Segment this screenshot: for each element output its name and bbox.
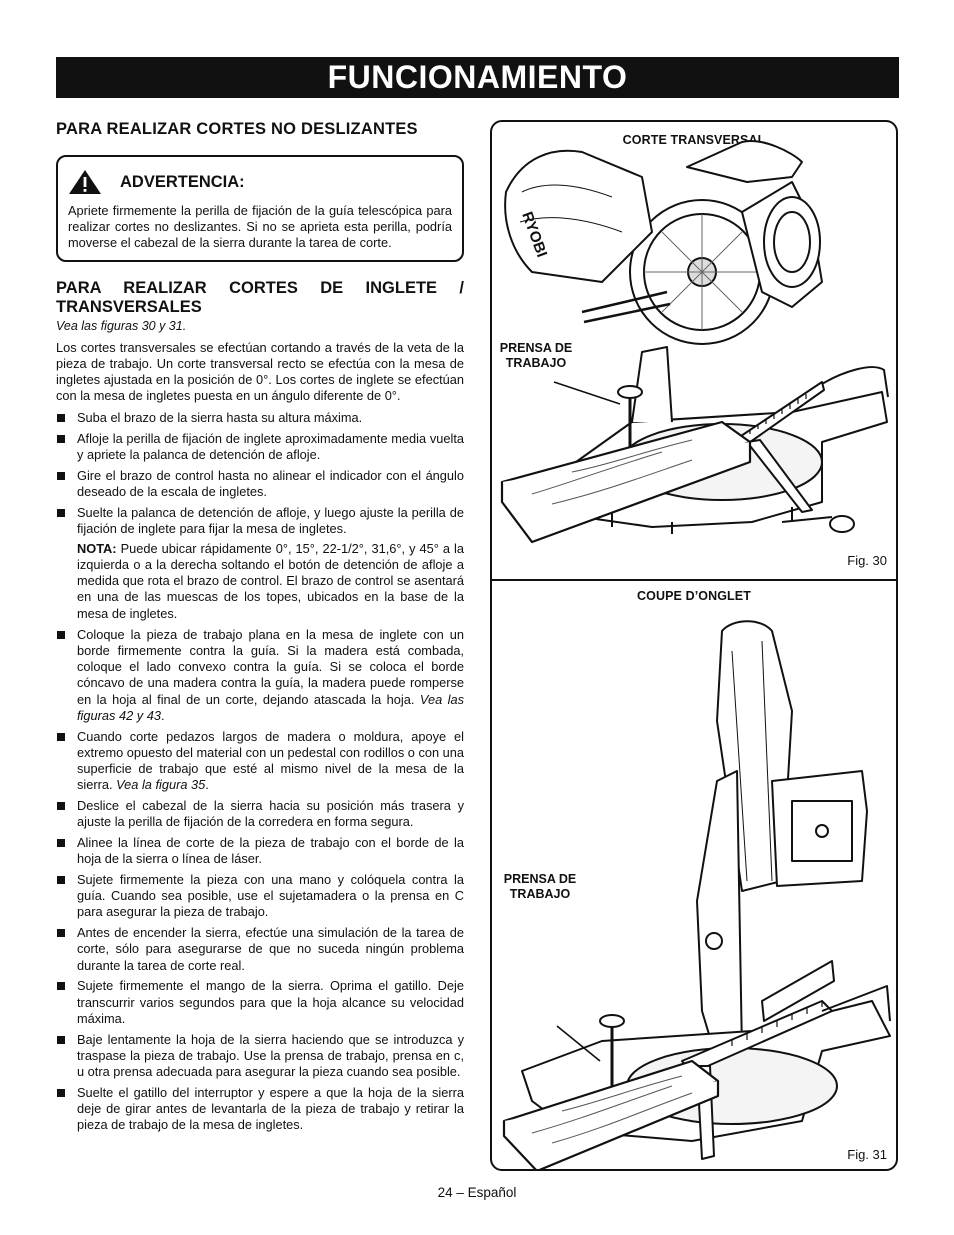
list-item: Suelte la palanca de detención de afloje… bbox=[56, 505, 464, 537]
warning-text: Apriete firmemente la perilla de fijació… bbox=[68, 203, 452, 250]
section-heading-non-sliding: PARA REALIZAR CORTES NO DESLIZANTES bbox=[56, 120, 418, 138]
bullet-square-icon bbox=[57, 839, 65, 848]
section-heading-miter-line1: PARA REALIZAR CORTES DE INGLETE / bbox=[56, 279, 464, 297]
bullet-square-icon bbox=[57, 434, 65, 443]
note-label: NOTA: bbox=[77, 540, 117, 556]
figure30-number: Fig. 30 bbox=[847, 553, 887, 568]
figure31-title: COUPE D’ONGLET bbox=[637, 589, 751, 603]
period: . bbox=[205, 777, 209, 793]
list-item: Suelte el gatillo del interruptor y espe… bbox=[56, 1085, 464, 1134]
list-item: Deslice el cabezal de la sierra hacia su… bbox=[56, 798, 464, 830]
intro-paragraph: Los cortes transversales se efectúan cor… bbox=[56, 340, 464, 403]
instruction-list: Suba el brazo de la sierra hasta su altu… bbox=[56, 410, 464, 537]
miter-saw-crosscut-illustration: RYOBI bbox=[500, 140, 889, 544]
list-item: Afloje la perilla de fijación de inglete… bbox=[56, 431, 464, 463]
list-item: Sujete firmemente la pieza con una mano … bbox=[56, 872, 464, 921]
figure-reference: Vea las figuras 30 y 31. bbox=[56, 319, 187, 333]
list-item-ref: Vea las figuras 42 y 43 bbox=[77, 691, 464, 723]
bullet-square-icon bbox=[57, 802, 65, 811]
bullet-square-icon bbox=[57, 414, 65, 422]
bullet-square-icon bbox=[57, 630, 65, 639]
figure31-clamp-label: PRENSA DE TRABAJO bbox=[496, 872, 584, 902]
figure31-label-line2: TRABAJO bbox=[509, 887, 571, 901]
miter-saw-bevel-illustration bbox=[502, 620, 891, 1169]
bullet-square-icon bbox=[57, 1088, 65, 1097]
figure31-label-line1: PRENSA DE bbox=[503, 872, 577, 886]
period: . bbox=[160, 707, 165, 723]
bullet-square-icon bbox=[57, 471, 65, 480]
list-item-text: Baje lentamente la hoja de la sierra hac… bbox=[77, 1031, 464, 1080]
list-item: Antes de encender la sierra, efectúe una… bbox=[56, 925, 464, 974]
list-item-text: Sujete firmemente la pieza con una mano … bbox=[77, 872, 464, 920]
figure30-clamp-label: PRENSA DE TRABAJO bbox=[496, 341, 576, 371]
section-heading-miter-line2: TRANSVERSALES bbox=[56, 298, 202, 316]
figure30-title: CORTE TRANSVERSAL bbox=[622, 133, 766, 147]
page-footer: 24 – Español bbox=[437, 1185, 517, 1200]
list-item-text: Suelte la palanca de detención de afloje… bbox=[77, 504, 464, 536]
note-text: Puede ubicar rápidamente 0°, 15°, 22-1/2… bbox=[77, 540, 464, 621]
figure30-label-line1: PRENSA DE bbox=[499, 341, 573, 355]
warning-title: ADVERTENCIA: bbox=[120, 172, 245, 191]
list-item-text: Afloje la perilla de fijación de inglete… bbox=[77, 430, 464, 462]
list-item: Alinee la línea de corte de la pieza de … bbox=[56, 835, 464, 867]
bullet-square-icon bbox=[57, 876, 65, 885]
bullet-square-icon bbox=[57, 929, 65, 938]
figure-divider bbox=[492, 579, 896, 581]
list-item-text: Cuando corte pedazos largos de madera o … bbox=[77, 728, 464, 793]
list-item-text: Suba el brazo de la sierra hasta su altu… bbox=[77, 410, 363, 425]
bullet-square-icon bbox=[57, 508, 65, 517]
warning-triangle-icon bbox=[69, 170, 101, 194]
bullet-square-icon bbox=[57, 732, 65, 741]
list-item-text: Coloque la pieza de trabajo plana en la … bbox=[77, 626, 464, 707]
list-item: Coloque la pieza de trabajo plana en la … bbox=[56, 627, 464, 724]
list-item-text: Antes de encender la sierra, efectúe una… bbox=[77, 925, 464, 973]
figure31-number: Fig. 31 bbox=[847, 1147, 887, 1162]
list-item-text: Gire el brazo de control hasta no alinea… bbox=[77, 467, 464, 499]
list-item-text: Sujete firmemente el mango de la sierra.… bbox=[77, 978, 464, 1026]
list-item-ref: Vea la figura 35 bbox=[116, 777, 206, 793]
text-column: PARA REALIZAR CORTES NO DESLIZANTES ADVE… bbox=[56, 119, 464, 1138]
bullet-square-icon bbox=[57, 982, 65, 991]
list-item-text: Deslice el cabezal de la sierra hacia su… bbox=[77, 798, 464, 830]
figure30-label-line2: TRABAJO bbox=[505, 356, 567, 370]
instruction-list-2: Coloque la pieza de trabajo plana en la … bbox=[56, 627, 464, 1134]
figures-panel: CORTE TRANSVERSAL bbox=[490, 120, 898, 1171]
list-item: Gire el brazo de control hasta no alinea… bbox=[56, 468, 464, 500]
list-item-text: Alinee la línea de corte de la pieza de … bbox=[77, 835, 464, 867]
note-paragraph: NOTA: Puede ubicar rápidamente 0°, 15°, … bbox=[56, 541, 464, 622]
bullet-square-icon bbox=[57, 1035, 65, 1044]
list-item-text: Suelte el gatillo del interruptor y espe… bbox=[77, 1084, 464, 1133]
list-item: Cuando corte pedazos largos de madera o … bbox=[56, 729, 464, 794]
warning-box: ADVERTENCIA: Apriete firmemente la peril… bbox=[56, 155, 464, 262]
list-item: Sujete firmemente el mango de la sierra.… bbox=[56, 978, 464, 1027]
warning-header: ADVERTENCIA: bbox=[68, 169, 452, 195]
list-item: Suba el brazo de la sierra hasta su altu… bbox=[56, 410, 464, 426]
page-title: FUNCIONAMIENTO bbox=[56, 57, 899, 98]
list-item: Baje lentamente la hoja de la sierra hac… bbox=[56, 1032, 464, 1081]
